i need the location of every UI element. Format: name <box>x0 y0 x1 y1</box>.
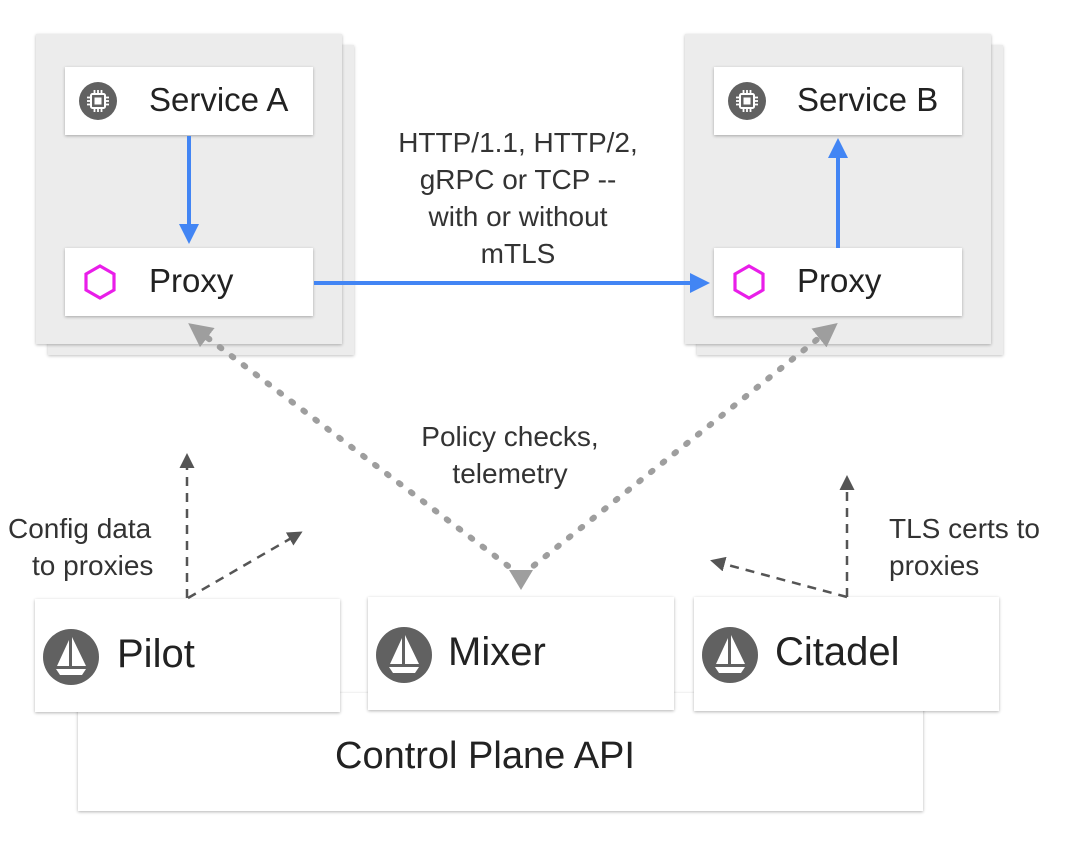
proxy-a-card[interactable]: Proxy <box>65 248 313 316</box>
config-note-line2: to proxies <box>32 550 154 581</box>
hexagon-icon <box>733 264 765 300</box>
config-note-line1: Config data <box>8 513 152 544</box>
tls-certs-note: TLS certs to proxies <box>889 510 1040 584</box>
pilot-card[interactable]: Pilot <box>35 599 340 712</box>
mixer-label: Mixer <box>448 630 546 674</box>
pilot-label: Pilot <box>117 632 195 676</box>
policy-note-line1: Policy checks, <box>421 421 599 452</box>
chip-icon <box>79 82 117 120</box>
service-b-card[interactable]: Service B <box>714 67 962 135</box>
service-a-card[interactable]: Service A <box>65 67 313 135</box>
service-a-label: Service A <box>149 81 289 118</box>
policy-telemetry-note: Policy checks, telemetry <box>380 418 640 492</box>
citadel-card[interactable]: Citadel <box>694 597 999 711</box>
control-plane-box <box>78 693 923 811</box>
sailboat-icon <box>376 627 432 683</box>
pilot-diagonal-dashed-arrow <box>187 531 303 600</box>
traffic-note-line1: HTTP/1.1, HTTP/2, <box>398 127 638 158</box>
proxy-a-label: Proxy <box>149 262 234 299</box>
config-data-note: Config data to proxies <box>8 510 153 584</box>
citadel-diagonal-dashed-arrow <box>710 556 848 599</box>
tls-note-line1: TLS certs to <box>889 513 1040 544</box>
sailboat-icon <box>702 627 758 683</box>
traffic-note-line2: gRPC or TCP -- <box>419 164 617 195</box>
citadel-label: Citadel <box>775 630 900 674</box>
traffic-protocol-note: HTTP/1.1, HTTP/2, gRPC or TCP -- with or… <box>368 124 668 272</box>
proxy-b-label: Proxy <box>797 262 882 299</box>
traffic-note-line3: with or without <box>428 201 608 232</box>
control-plane-label: Control Plane API <box>335 735 635 777</box>
chip-icon <box>728 82 766 120</box>
sailboat-icon <box>43 629 99 685</box>
hexagon-icon <box>84 264 116 300</box>
tls-note-line2: proxies <box>889 550 980 581</box>
service-b-label: Service B <box>797 81 939 118</box>
mixer-arrowhead <box>509 570 533 590</box>
proxy-b-card[interactable]: Proxy <box>714 248 962 316</box>
traffic-note-line4: mTLS <box>480 238 556 269</box>
mixer-card[interactable]: Mixer <box>368 597 674 710</box>
policy-note-line2: telemetry <box>452 458 568 489</box>
